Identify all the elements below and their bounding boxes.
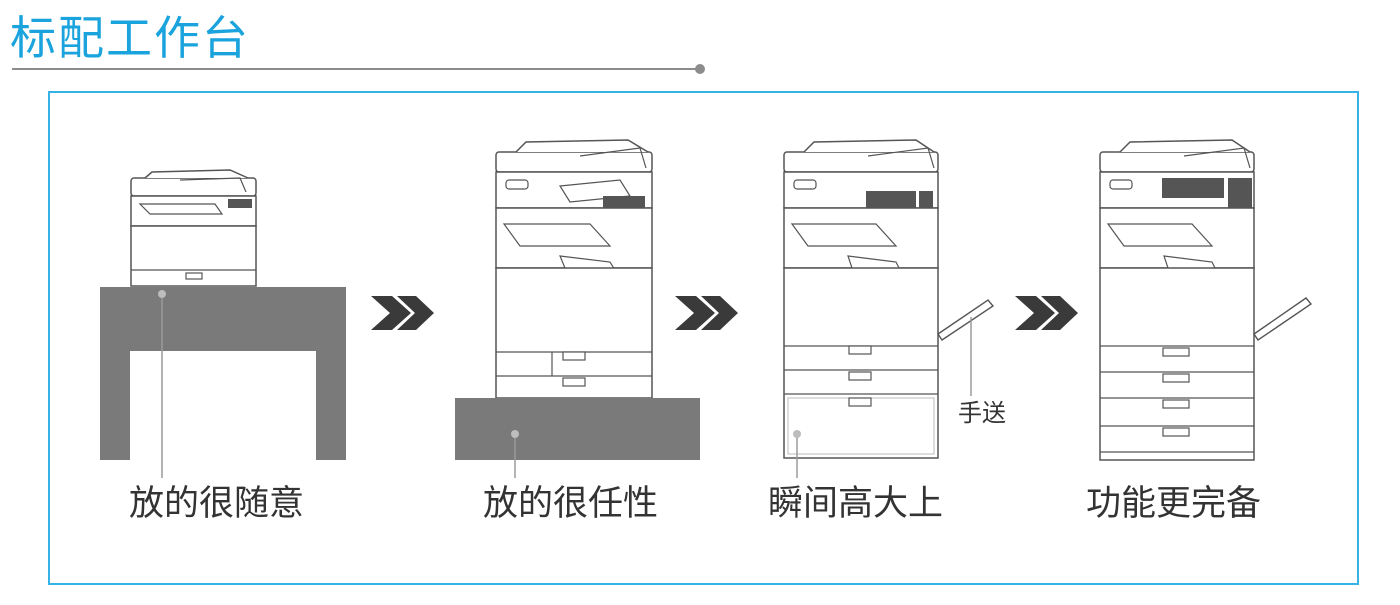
manual-feed-tray-icon [937, 299, 995, 341]
chevron-double-right-icon [1015, 296, 1078, 330]
chevron-double-right-icon [371, 296, 434, 330]
stage4-printer-icon [1099, 139, 1255, 461]
stage2-printer-icon [495, 139, 653, 399]
cabinet-icon [455, 398, 700, 460]
stage2-caption: 放的很任性 [483, 484, 659, 524]
title-underline-dot [695, 64, 705, 74]
stage1-caption: 放的很随意 [129, 484, 305, 524]
illustration-frame [48, 91, 1359, 585]
stage4-caption: 功能更完备 [1086, 484, 1262, 524]
stage1-printer-icon [130, 169, 257, 287]
page-title: 标配工作台 [10, 11, 250, 65]
stage3-printer-icon [783, 139, 939, 459]
chevron-double-right-icon [675, 296, 738, 330]
manual-feed-tray-icon [1253, 297, 1313, 341]
title-underline [12, 68, 700, 70]
table-icon [100, 287, 346, 460]
stage3-caption: 瞬间高大上 [768, 484, 944, 524]
manual-feed-label: 手送 [958, 399, 1006, 427]
